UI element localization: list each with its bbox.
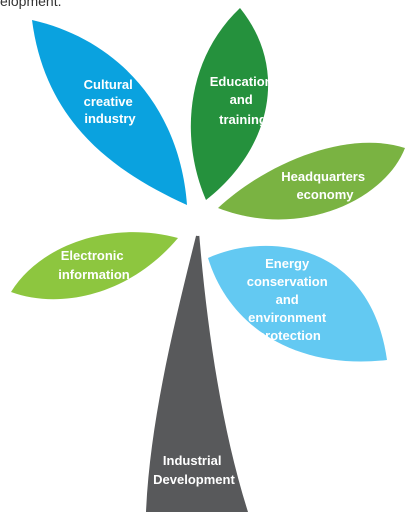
cultural-creative-industry-label: Cultural creative industry [84, 77, 137, 126]
top-text-fragment: elopment. [0, 0, 62, 9]
cultural-creative-industry-leaf [32, 20, 187, 205]
electronic-information-label: Electronic information [58, 248, 130, 282]
energy-conservation-leaf [208, 245, 387, 362]
industrial-development-label: Industrial Development [153, 453, 235, 487]
headquarters-economy-leaf [218, 142, 405, 220]
headquarters-economy-label: Headquarters economy [281, 169, 368, 202]
center-burst [184, 208, 212, 236]
education-and-training-leaf [190, 8, 269, 200]
energy-conservation-label: Energy conservation and environment prot… [247, 256, 332, 343]
education-and-training-label: Education and training [210, 74, 276, 127]
industrial-development-trunk [146, 232, 248, 512]
electronic-information-leaf [11, 232, 178, 300]
